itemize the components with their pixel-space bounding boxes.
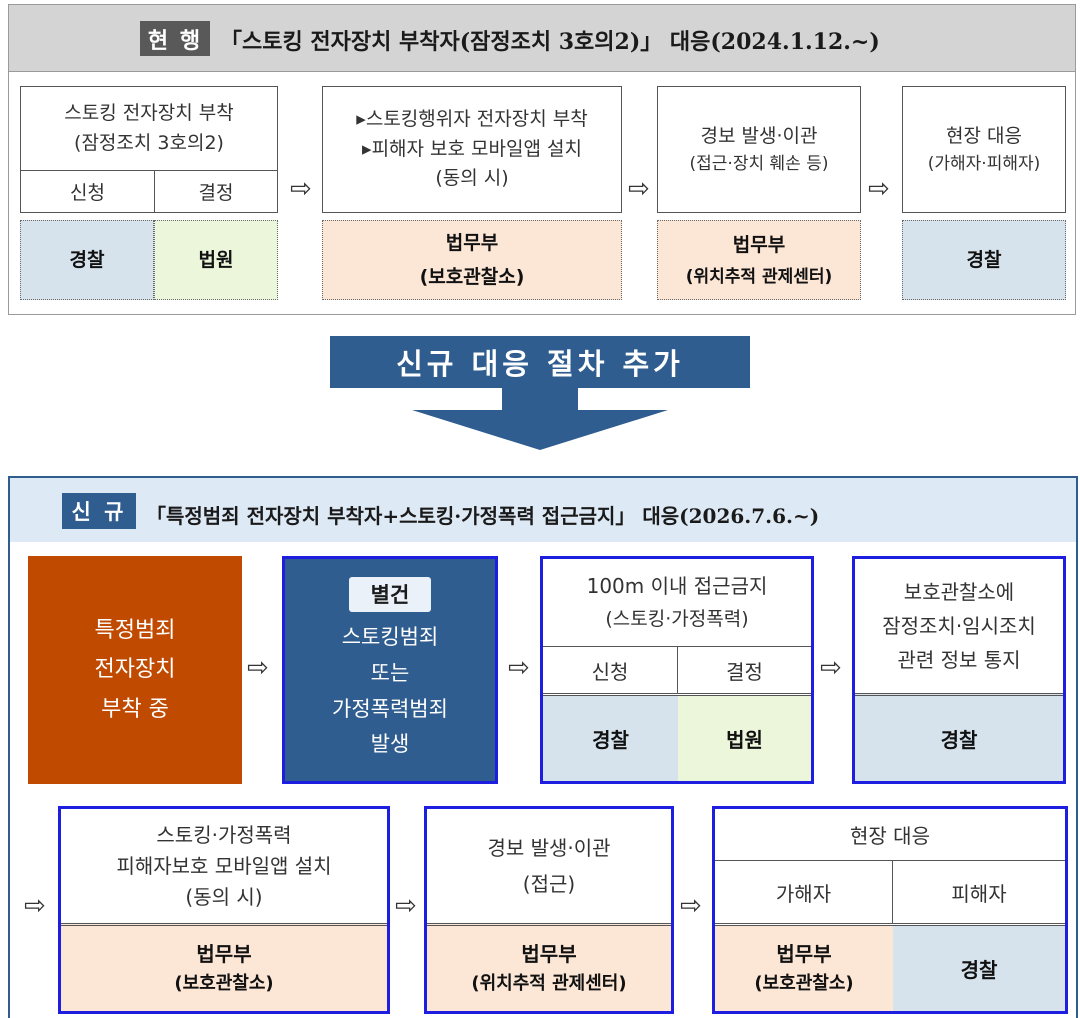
new-arrow-3: ⇨ xyxy=(820,653,842,683)
new-step7-offender: 가해자 xyxy=(715,861,893,923)
top-arrow-2: ⇨ xyxy=(628,174,650,204)
new-step2-line2: 또는 xyxy=(370,661,410,686)
top-step1-box: 스토킹 전자장치 부착 (잠정조치 3호의2) 신청 결정 xyxy=(20,86,278,213)
new-step6-agency: 법무부 (위치추적 관제센터) xyxy=(427,923,671,1011)
top-step3-box: 경보 발생·이관 (접근·장치 훼손 등) xyxy=(657,86,861,213)
new-step5-line2: 피해자보호 모바일앱 설치 xyxy=(116,853,332,878)
top-step2-agency: 법무부 (보호관찰소) xyxy=(322,220,622,300)
new-step6-agency-line1: 법무부 xyxy=(521,942,577,967)
new-step2-line1: 스토킹범죄 xyxy=(341,625,439,650)
new-procedure-title: 「특정범죄 전자장치 부착자+스토킹·가정폭력 접근금지」 대응(2026.7.… xyxy=(146,504,820,528)
new-step2-line4: 발생 xyxy=(370,732,410,757)
top-step1-apply: 신청 xyxy=(21,171,155,212)
new-step4-line3: 관련 정보 통지 xyxy=(897,648,1021,672)
top-step1-agency-police: 경찰 xyxy=(20,220,154,300)
top-step2-box: ▸스토킹행위자 전자장치 부착 ▸피해자 보호 모바일앱 설치 (동의 시) xyxy=(322,86,622,213)
top-step1-line2: (잠정조치 3호의2) xyxy=(74,131,224,154)
new-step5-line1: 스토킹·가정폭력 xyxy=(156,822,292,847)
top-step3-agency: 법무부 (위치추적 관제센터) xyxy=(657,220,861,300)
new-step7-agency-probation: 법무부 (보호관찰소) xyxy=(715,926,893,1011)
top-step2-line1: ▸스토킹행위자 전자장치 부착 xyxy=(356,108,588,131)
new-step6-agency-line2: (위치추적 관제센터) xyxy=(471,973,627,995)
new-step7-header: 현장 대응 xyxy=(715,809,1065,861)
top-step1-line1: 스토킹 전자장치 부착 xyxy=(64,102,234,125)
new-step3-agency-court: 법원 xyxy=(678,696,811,781)
top-arrow-1: ⇨ xyxy=(290,174,312,204)
top-step4-line1: 현장 대응 xyxy=(946,124,1022,147)
top-step2-agency-line2: (보호관찰소) xyxy=(419,266,525,288)
new-step5-box: 스토킹·가정폭력 피해자보호 모바일앱 설치 (동의 시) 법무부 (보호관찰소… xyxy=(58,806,390,1014)
top-step4-line2: (가해자·피해자) xyxy=(927,154,1041,175)
new-arrow-2: ⇨ xyxy=(508,653,530,683)
new-step2-box: 별건 스토킹범죄 또는 가정폭력범죄 발생 xyxy=(282,556,498,784)
new-step5-agency-line1: 법무부 xyxy=(196,942,252,967)
top-step3-line1: 경보 발생·이관 xyxy=(700,124,818,147)
current-badge: 현 행 xyxy=(140,21,210,56)
top-step2-line3: (동의 시) xyxy=(435,167,509,190)
new-step7-agency-left-line2: (보호관찰소) xyxy=(754,973,854,995)
top-step1-agencies: 경찰 법원 xyxy=(20,220,278,300)
new-step7-agency-left-line1: 법무부 xyxy=(776,942,832,967)
new-step1-line1: 특정범죄 xyxy=(94,617,176,643)
new-step7-victim: 피해자 xyxy=(951,881,1007,906)
new-step5-line3: (동의 시) xyxy=(185,884,263,909)
top-step4-agency: 경찰 xyxy=(902,220,1066,300)
new-step5-agency: 법무부 (보호관찰소) xyxy=(61,923,387,1011)
new-step3-box: 100m 이내 접근금지 (스토킹·가정폭력) 신청 결정 경찰 법원 xyxy=(540,556,814,784)
new-step2-line3: 가정폭력범죄 xyxy=(332,696,448,721)
new-step1-box: 특정범죄 전자장치 부착 중 xyxy=(28,556,242,784)
top-step3-agency-line2: (위치추적 관제센터) xyxy=(685,266,833,287)
top-step1-decide: 결정 xyxy=(198,182,234,204)
new-step4-line2: 잠정조치·임시조치 xyxy=(882,614,1036,638)
top-step4-box: 현장 대응 (가해자·피해자) xyxy=(902,86,1066,213)
new-step3-decide: 결정 xyxy=(726,659,763,684)
new-step1-line2: 전자장치 xyxy=(94,657,176,683)
new-arrow-5: ⇨ xyxy=(395,891,417,921)
new-procedure-header xyxy=(10,478,1076,542)
current-procedure-title: 「스토킹 전자장치 부착자(잠정조치 3호의2)」 대응(2024.1.12.~… xyxy=(220,29,880,55)
new-step6-line2: (접근) xyxy=(522,872,576,896)
new-procedure-banner: 신규 대응 절차 추가 xyxy=(330,336,750,388)
down-arrow-icon xyxy=(412,388,668,450)
new-step3-apply: 신청 xyxy=(543,647,678,693)
top-step3-agency-line1: 법무부 xyxy=(732,233,786,256)
new-step4-agency: 경찰 xyxy=(855,693,1063,781)
new-arrow-4: ⇨ xyxy=(24,891,46,921)
new-step6-box: 경보 발생·이관 (접근) 법무부 (위치추적 관제센터) xyxy=(424,806,674,1014)
top-step3-line2: (접근·장치 훼손 등) xyxy=(689,154,829,175)
top-arrow-3: ⇨ xyxy=(868,174,890,204)
new-arrow-1: ⇨ xyxy=(247,653,269,683)
new-step7-box: 현장 대응 가해자 피해자 법무부 (보호관찰소) 경찰 xyxy=(712,806,1068,1014)
new-step4-box: 보호관찰소에 잠정조치·임시조치 관련 정보 통지 경찰 xyxy=(852,556,1066,784)
new-step5-agency-line2: (보호관찰소) xyxy=(174,973,274,995)
new-step1-line3: 부착 중 xyxy=(101,696,169,722)
new-step3-line1: 100m 이내 접근금지 xyxy=(586,574,768,599)
top-step1-agency-court: 법원 xyxy=(154,220,278,300)
new-step2-tag: 별건 xyxy=(348,576,432,613)
new-badge: 신 규 xyxy=(62,493,136,529)
new-step4-line1: 보호관찰소에 xyxy=(903,580,1015,604)
top-step2-agency-line1: 법무부 xyxy=(445,231,499,254)
new-step3-line2: (스토킹·가정폭력) xyxy=(605,608,749,631)
top-step2-line2: ▸피해자 보호 모바일앱 설치 xyxy=(362,137,582,160)
new-step7-agency-police: 경찰 xyxy=(893,926,1065,1011)
new-arrow-6: ⇨ xyxy=(680,891,702,921)
new-step6-line1: 경보 발생·이관 xyxy=(487,836,611,860)
new-step3-agency-police: 경찰 xyxy=(543,696,678,781)
